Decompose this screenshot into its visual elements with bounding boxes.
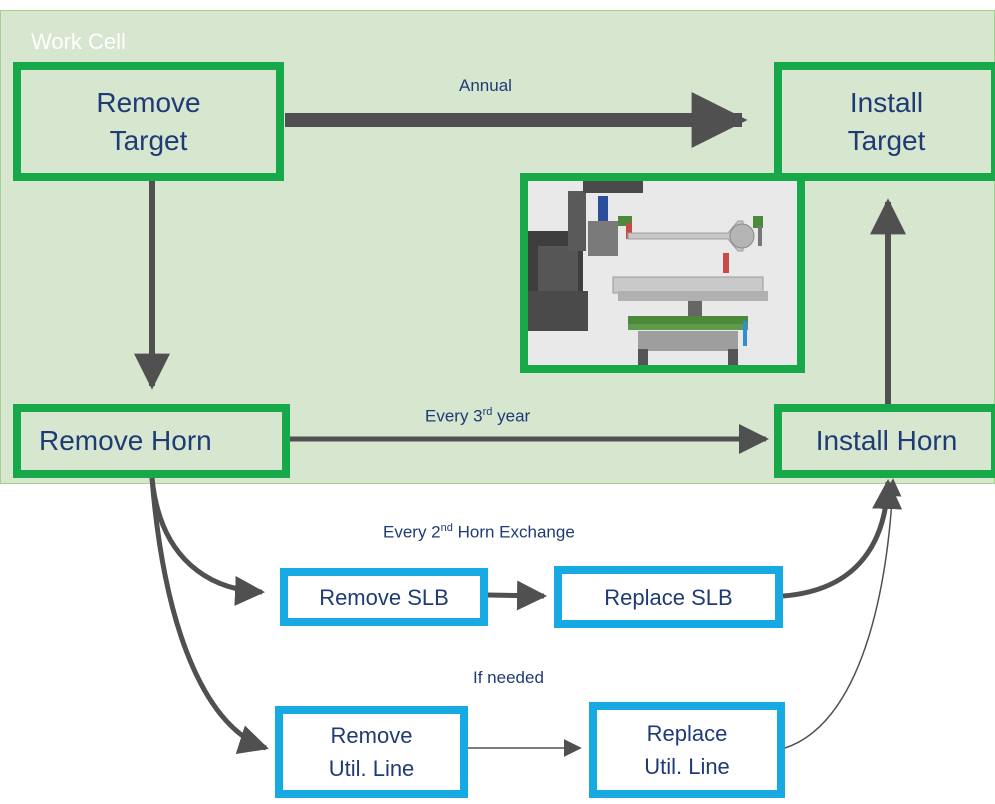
label-every-3rd-year-post: year bbox=[492, 406, 531, 426]
node-install-horn-label: Install Horn bbox=[815, 425, 958, 456]
node-remove-target: Remove Target bbox=[13, 62, 284, 181]
label-every-3rd-year-sup: rd bbox=[482, 406, 493, 418]
label-every-2nd-horn-exchange: Every 2nd Horn Exchange bbox=[383, 522, 575, 543]
label-if-needed: If needed bbox=[473, 668, 544, 687]
label-every-3rd-year: Every 3rd year bbox=[425, 406, 530, 427]
node-install-horn: Install Horn bbox=[774, 404, 995, 478]
arrow-horn-to-remove-slb bbox=[149, 477, 265, 606]
node-install-target: Install Target bbox=[774, 62, 995, 181]
node-remove-horn: Remove Horn bbox=[13, 404, 290, 478]
node-replace-util-line: Replace Util. Line bbox=[589, 702, 785, 798]
target-horn-assembly-icon bbox=[528, 181, 797, 365]
arrow-remove-slb-to-replace-slb bbox=[487, 580, 547, 611]
node-remove-util-line-label: Remove Util. Line bbox=[328, 723, 415, 781]
node-install-target-label: Install Target bbox=[847, 86, 926, 156]
label-every-2nd-post: Horn Exchange bbox=[452, 522, 575, 542]
node-replace-slb-label: Replace SLB bbox=[604, 584, 733, 610]
node-replace-util-line-label: Replace Util. Line bbox=[644, 721, 730, 779]
label-annual: Annual bbox=[459, 76, 512, 95]
node-remove-slb: Remove SLB bbox=[280, 568, 488, 626]
node-remove-util-line: Remove Util. Line bbox=[275, 706, 468, 798]
node-remove-slb-label: Remove SLB bbox=[319, 584, 449, 610]
label-every-2nd-pre: Every 2 bbox=[383, 522, 441, 542]
arrow-replace-util-to-install-horn bbox=[784, 478, 902, 749]
label-every-2nd-sup: nd bbox=[440, 522, 453, 534]
arrow-horn-to-remove-util-line bbox=[149, 477, 269, 754]
node-remove-target-label: Remove Target bbox=[96, 86, 201, 156]
node-replace-slb: Replace SLB bbox=[554, 566, 783, 628]
label-every-3rd-year-pre: Every 3 bbox=[425, 406, 483, 426]
node-remove-horn-label: Remove Horn bbox=[39, 425, 212, 456]
arrow-replace-slb-to-install-horn bbox=[782, 479, 903, 599]
assembly-image bbox=[520, 173, 805, 373]
work-cell-title: Work Cell bbox=[31, 29, 126, 54]
